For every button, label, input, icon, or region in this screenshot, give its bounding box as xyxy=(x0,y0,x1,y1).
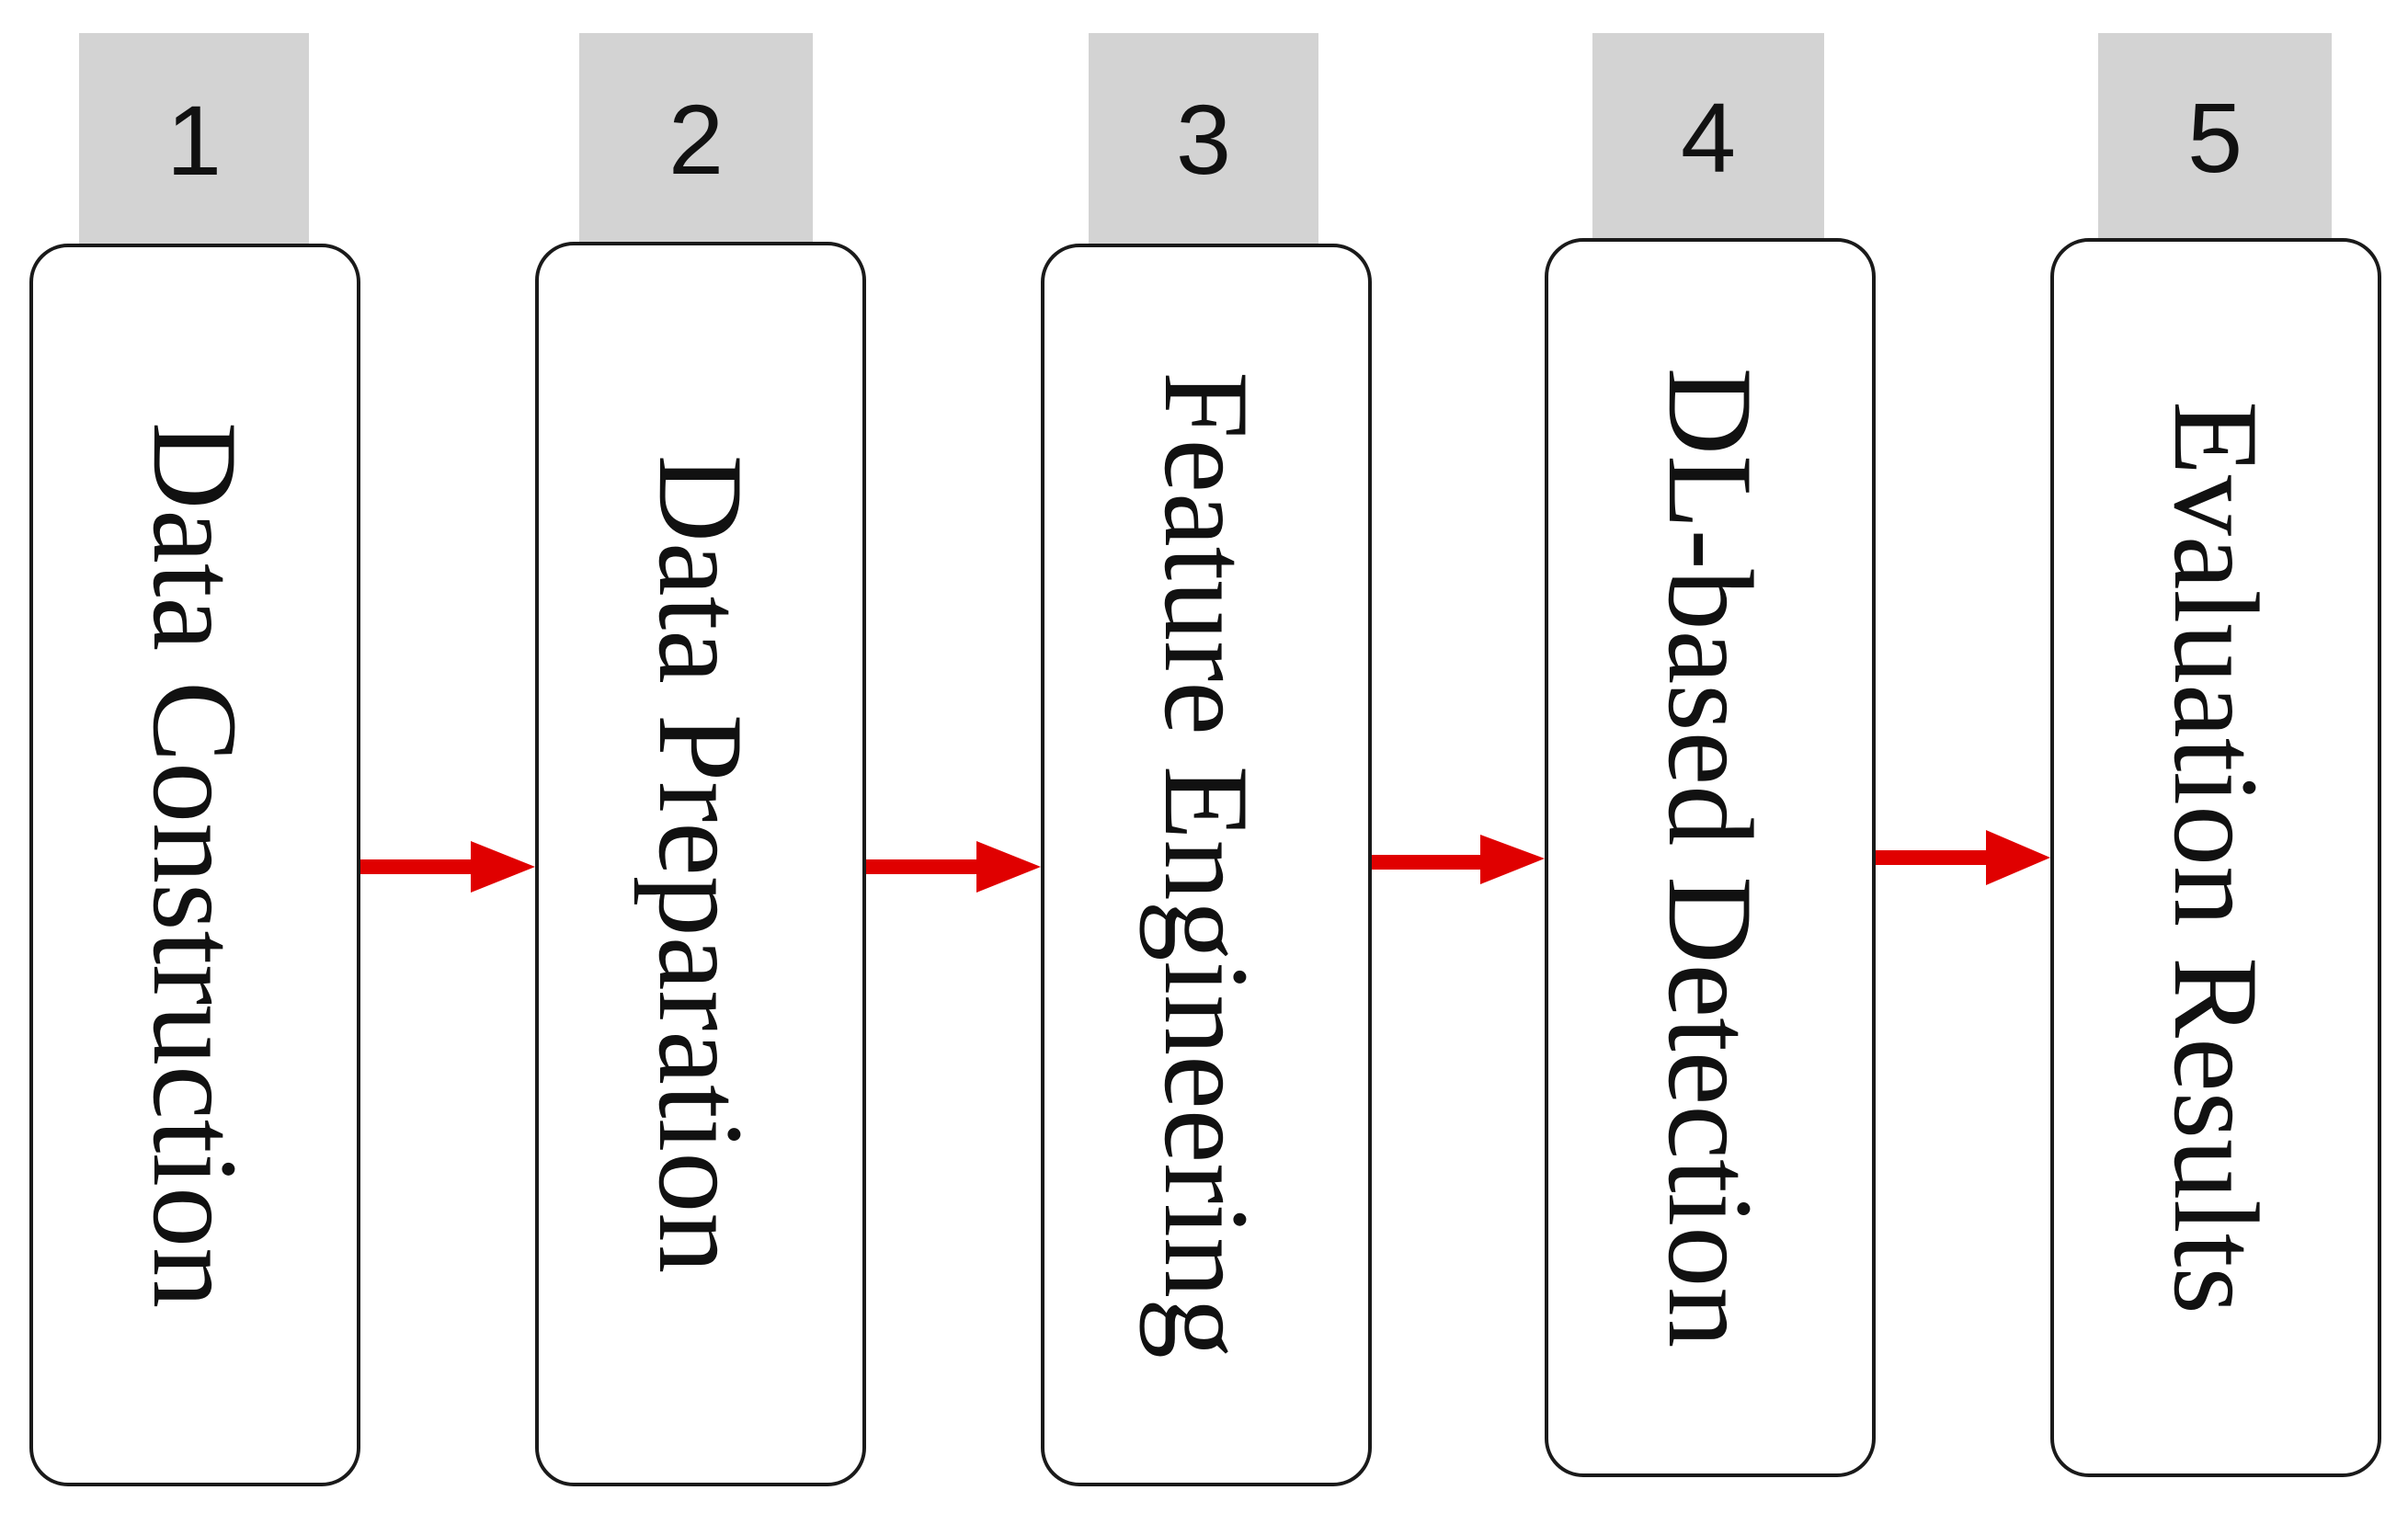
step-2-box: Data Preparation xyxy=(535,242,866,1486)
step-2-number-tab: 2 xyxy=(579,33,813,245)
step-3-number: 3 xyxy=(1175,83,1232,195)
step-3-box: Feature Engineering xyxy=(1041,244,1372,1486)
step-2-number: 2 xyxy=(668,83,725,195)
arrow-3-to-4 xyxy=(1372,835,1545,884)
arrow-2-to-3 xyxy=(866,841,1041,893)
step-3-number-tab: 3 xyxy=(1089,33,1318,245)
step-1-number: 1 xyxy=(165,84,223,196)
arrow-4-to-5 xyxy=(1876,830,2050,885)
step-5-number-tab: 5 xyxy=(2098,33,2332,241)
step-4-number: 4 xyxy=(1680,81,1737,193)
step-1-box: Data Construction xyxy=(29,244,360,1486)
step-5-number: 5 xyxy=(2186,81,2243,193)
step-1-number-tab: 1 xyxy=(79,33,309,246)
step-5-box: Evaluation Results xyxy=(2050,238,2381,1477)
step-4-number-tab: 4 xyxy=(1592,33,1824,241)
step-4-box: DL-based Detection xyxy=(1545,238,1876,1477)
arrow-1-to-2 xyxy=(360,841,535,893)
